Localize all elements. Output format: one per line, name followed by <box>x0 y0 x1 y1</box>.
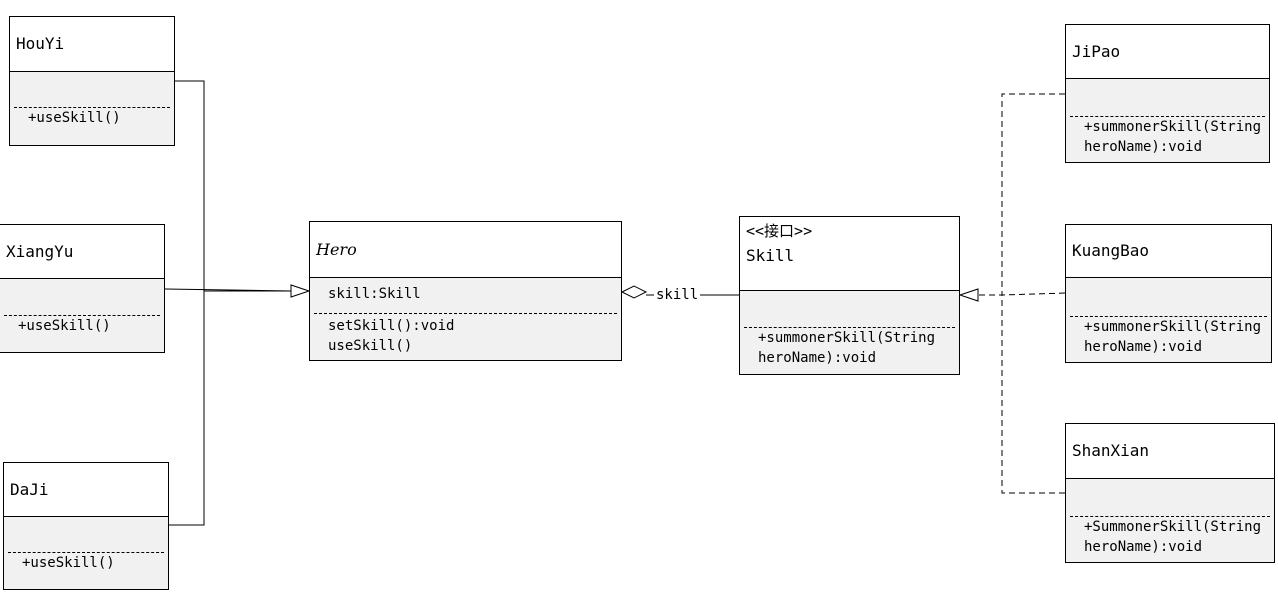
operations: +useSkill() <box>28 110 121 126</box>
attributes-compartment: skill:Skill <box>314 278 617 314</box>
interface-skill[interactable]: <<接口>> Skill +summonerSkill(String heroN… <box>739 216 960 375</box>
jipao-realization-line <box>1001 93 1065 295</box>
compartment-divider <box>744 327 955 328</box>
class-name-compartment: ShanXian <box>1066 424 1274 479</box>
compartment-divider <box>1070 316 1267 317</box>
class-name-compartment: KuangBao <box>1066 225 1271 278</box>
class-name: KuangBao <box>1072 241 1150 260</box>
compartment-divider <box>14 107 170 108</box>
operations: +useSkill() <box>22 555 115 571</box>
class-houyi[interactable]: HouYi +useSkill() <box>9 16 175 146</box>
attributes-compartment <box>1066 278 1271 317</box>
class-name: Skill <box>746 246 795 265</box>
class-xiangyu[interactable]: XiangYu +useSkill() <box>0 224 165 353</box>
class-name-compartment: Hero <box>310 222 621 278</box>
class-jipao[interactable]: JiPao +summonerSkill(String heroName):vo… <box>1065 24 1270 163</box>
operations: +SummonerSkill(String heroName):void <box>1084 519 1262 555</box>
compartment-divider <box>1070 116 1265 117</box>
operations: setSkill():void useSkill() <box>328 318 455 354</box>
compartment-divider <box>1070 516 1270 517</box>
class-name: JiPao <box>1072 41 1121 61</box>
attributes-compartment <box>10 72 174 108</box>
class-name-compartment: JiPao <box>1066 25 1269 79</box>
class-name-compartment: <<接口>> Skill <box>740 217 959 291</box>
aggregation-label: skill <box>654 287 701 303</box>
operations: +summonerSkill(String heroName):void <box>758 330 936 366</box>
class-name: ShanXian <box>1072 441 1150 460</box>
attributes-compartment <box>1066 79 1269 117</box>
shanxian-realization-line <box>1001 295 1065 494</box>
operations: +summonerSkill(String heroName):void <box>1084 319 1262 355</box>
class-name: XiangYu <box>6 241 74 261</box>
generalization-arrowhead <box>290 284 311 298</box>
class-shanxian[interactable]: ShanXian +SummonerSkill(String heroName)… <box>1065 423 1275 563</box>
class-name-compartment: HouYi <box>10 17 174 72</box>
stereotype-label: <<接口>> <box>746 222 813 240</box>
attributes-compartment <box>740 291 959 328</box>
attribute-skill: skill:Skill <box>328 286 421 302</box>
class-name: HouYi <box>16 34 65 53</box>
compartment-divider <box>4 315 160 316</box>
daji-generalization-line <box>169 291 205 526</box>
operations: +useSkill() <box>18 318 111 334</box>
realization-arrowhead <box>958 288 979 302</box>
class-kuangbao[interactable]: KuangBao +summonerSkill(String heroName)… <box>1065 224 1272 363</box>
class-name: DaJi <box>10 479 49 499</box>
compartment-divider <box>8 552 164 553</box>
class-name-compartment: XiangYu <box>0 225 164 279</box>
attributes-compartment <box>4 517 168 553</box>
kuangbao-realization-line <box>978 292 1066 296</box>
attributes-compartment <box>1066 479 1274 517</box>
class-hero[interactable]: Hero skill:Skill setSkill():void useSkil… <box>309 221 622 361</box>
class-name-compartment: DaJi <box>4 463 168 517</box>
class-name: Hero <box>316 239 357 259</box>
aggregation-diamond <box>620 285 648 299</box>
operations: +summonerSkill(String heroName):void <box>1084 119 1262 155</box>
class-daji[interactable]: DaJi +useSkill() <box>3 462 169 590</box>
attributes-compartment <box>0 279 164 316</box>
houyi-generalization-line <box>175 80 205 291</box>
